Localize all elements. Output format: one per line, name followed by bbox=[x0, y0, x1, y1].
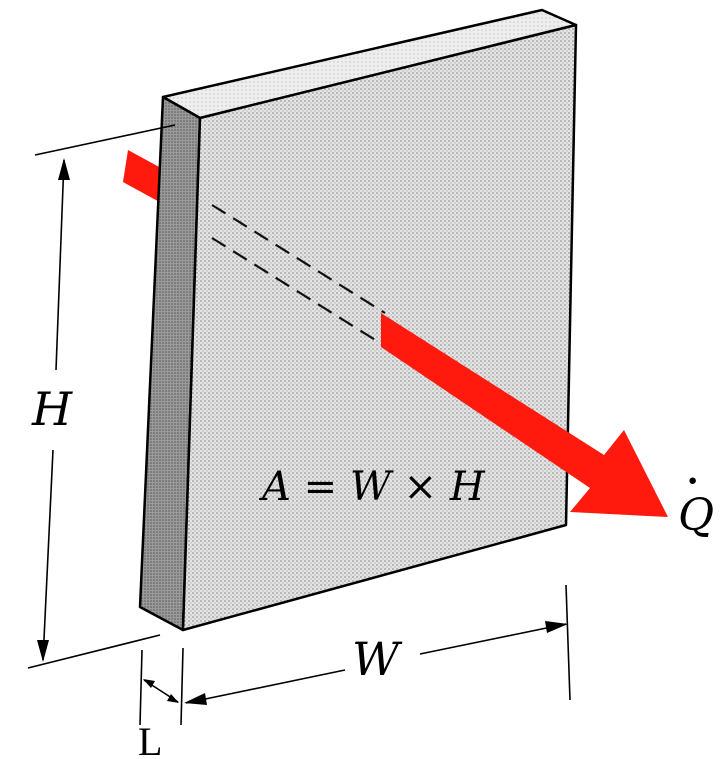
height-extension-bottom bbox=[27, 634, 161, 669]
width-dimension-line-right bbox=[419, 623, 567, 655]
thickness-extension-right bbox=[180, 647, 184, 726]
height-arrow-top bbox=[58, 158, 70, 180]
height-dimension-line-lower bbox=[42, 449, 54, 661]
thickness-arrow-left bbox=[143, 679, 155, 688]
heat-rate-dot: · bbox=[686, 458, 699, 503]
hidden-edge-upper bbox=[211, 204, 386, 314]
heat-rate-label: Q bbox=[678, 490, 714, 541]
thickness-extension-left bbox=[139, 649, 143, 726]
thickness-arrow-right bbox=[167, 694, 179, 703]
width-dimension-line-left bbox=[185, 669, 346, 704]
width-extension-right bbox=[565, 584, 571, 701]
heat-arrow-head bbox=[381, 313, 668, 517]
height-dimension-line-upper bbox=[55, 159, 65, 371]
height-label: H bbox=[31, 382, 73, 436]
width-arrow-right bbox=[545, 621, 568, 633]
width-label: W bbox=[352, 632, 403, 686]
height-arrow-bottom bbox=[37, 640, 49, 662]
thickness-label: L bbox=[138, 719, 162, 759]
hidden-edge-lower bbox=[211, 237, 386, 347]
height-extension-top bbox=[34, 124, 176, 156]
width-arrow-left bbox=[184, 693, 207, 705]
area-equation: A = W × H bbox=[258, 464, 486, 510]
wall-front-face bbox=[181, 23, 578, 632]
